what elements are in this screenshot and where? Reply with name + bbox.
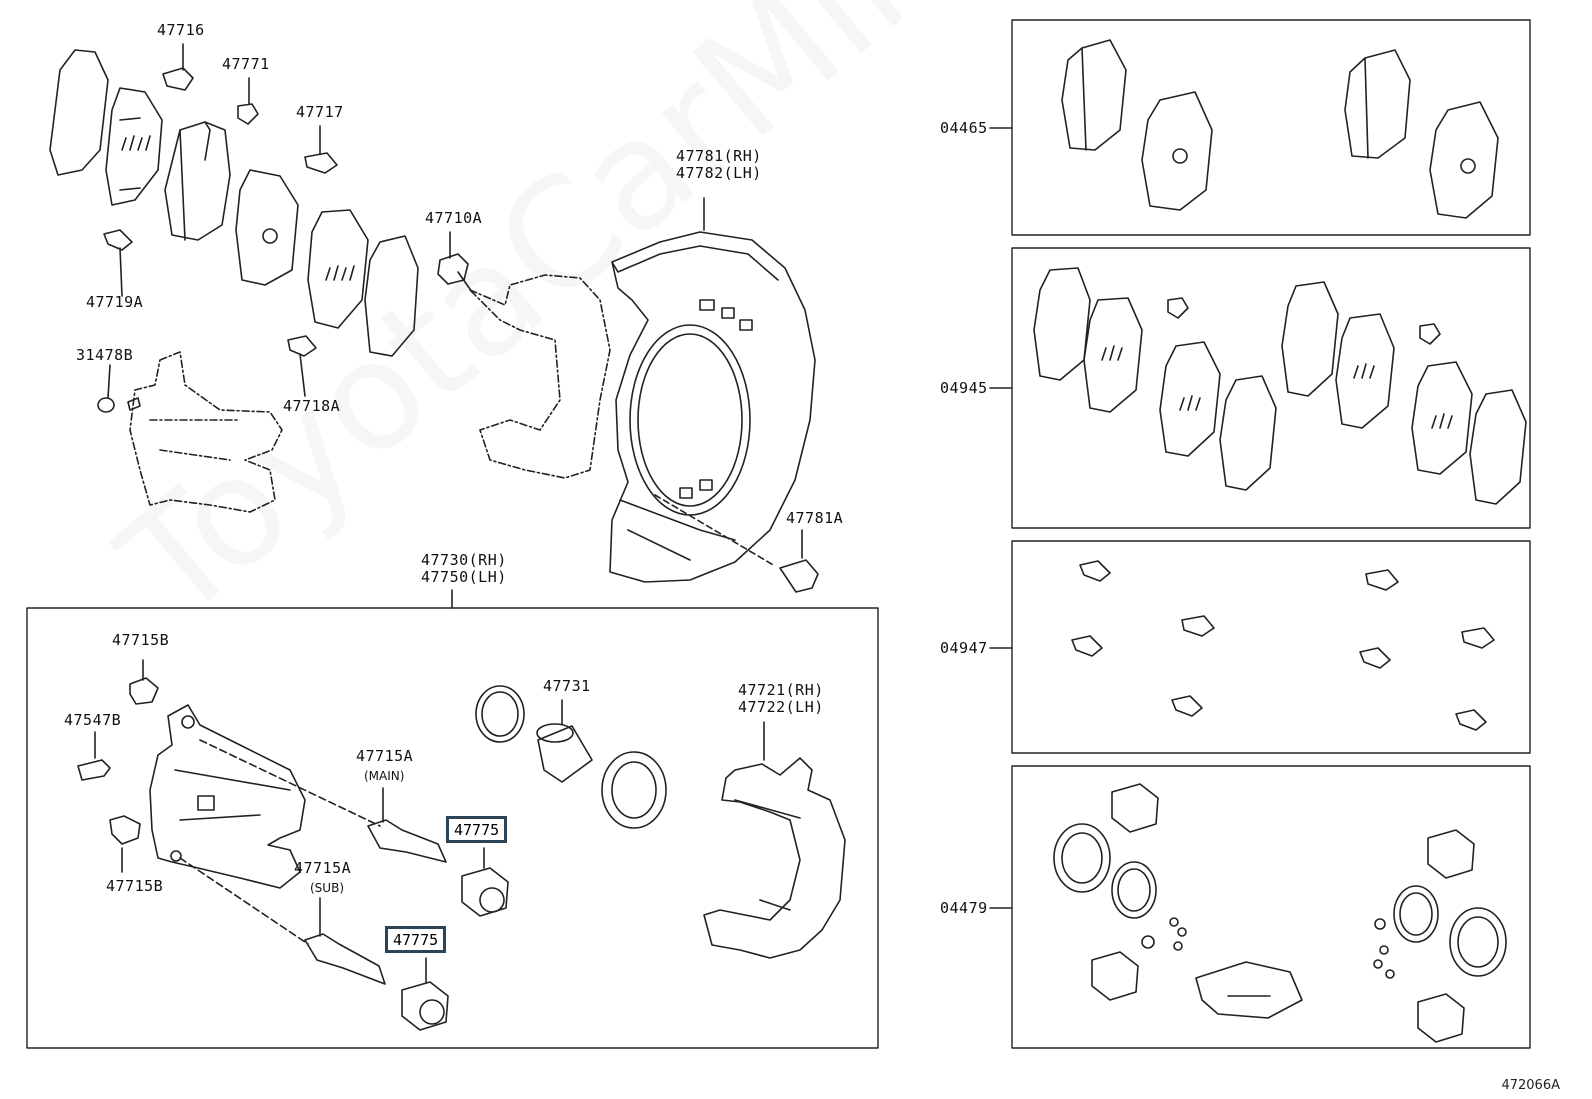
clip-47771-drawing	[237, 103, 259, 125]
clip-47718a-drawing	[287, 335, 317, 357]
label-47731[interactable]: 47731	[543, 677, 591, 695]
dust-shield-drawing	[609, 231, 816, 583]
label-main-note: (MAIN)	[364, 769, 405, 783]
label-47715b-bottom[interactable]: 47715B	[106, 877, 164, 895]
label-47715a-main[interactable]: 47715A	[356, 747, 414, 765]
label-47715a-sub[interactable]: 47715A	[294, 859, 352, 877]
clip-47719a-drawing	[103, 229, 133, 251]
caliper-body-drawing	[149, 704, 306, 889]
bleeder-bolt-47715b-drawing	[129, 677, 159, 705]
piston-47731-drawing	[536, 723, 593, 783]
label-47710a[interactable]: 47710A	[425, 209, 483, 227]
shim-inner-left-drawing	[105, 87, 163, 206]
label-47750-lh: 47750(LH)	[421, 568, 507, 586]
callout-47775-lower[interactable]: 47775	[385, 926, 447, 953]
label-47717[interactable]: 47717	[296, 103, 344, 121]
kit-04465-pads-drawing	[1061, 39, 1499, 219]
label-47718a[interactable]: 47718A	[283, 397, 341, 415]
slide-pin-main-drawing	[367, 819, 447, 863]
label-47721-rh: 47721(RH)	[738, 681, 824, 699]
kit-04947-box	[1011, 540, 1531, 754]
pad-inner-drawing	[164, 121, 231, 241]
label-caliper-assembly[interactable]: 47730(RH) 47750(LH)	[421, 552, 507, 586]
label-47730-rh: 47730(RH)	[421, 551, 507, 569]
bolt-47781a-drawing	[779, 559, 819, 593]
slide-pin-sub-drawing	[304, 933, 386, 985]
label-04465[interactable]: 04465	[940, 119, 988, 137]
callout-47775-upper[interactable]: 47775	[446, 816, 508, 843]
clip-47716-drawing	[162, 67, 194, 91]
label-47722-lh: 47722(LH)	[738, 698, 824, 716]
diagram-code: 472066A	[1501, 1078, 1560, 1093]
label-47781a[interactable]: 47781A	[786, 509, 844, 527]
label-47547b[interactable]: 47547B	[64, 711, 122, 729]
kit-04479-box	[1011, 765, 1531, 1049]
kit-04947-clips-drawing	[1071, 560, 1495, 731]
cylinder-boot-drawing	[601, 751, 667, 829]
piston-seal-drawing	[475, 685, 525, 743]
kit-04945-box	[1011, 247, 1531, 529]
label-31478b[interactable]: 31478B	[76, 346, 134, 364]
label-04479[interactable]: 04479	[940, 899, 988, 917]
label-04945[interactable]: 04945	[940, 379, 988, 397]
clip-47717-drawing	[304, 152, 338, 174]
mounting-47721-drawing	[703, 757, 846, 959]
label-47771[interactable]: 47771	[222, 55, 270, 73]
caliper-ghost-drawing	[129, 351, 283, 513]
label-47781-rh: 47781(RH)	[676, 147, 762, 165]
label-mounting[interactable]: 47721(RH) 47722(LH)	[738, 682, 824, 716]
label-04947[interactable]: 04947	[940, 639, 988, 657]
plug-47547b-drawing	[77, 759, 111, 781]
shim-pad-outer-drawing	[307, 209, 369, 329]
kit-04945-shims-drawing	[1033, 267, 1527, 505]
pad-outer-drawing	[235, 169, 299, 286]
label-47782-lh: 47782(LH)	[676, 164, 762, 182]
shim-outer-left-drawing	[49, 49, 109, 176]
anti-squeal-shim-drawing	[364, 235, 419, 357]
bolt-47715b-lower-drawing	[109, 815, 141, 845]
label-47715b-top[interactable]: 47715B	[112, 631, 170, 649]
kit-04465-box	[1011, 19, 1531, 236]
label-47719a[interactable]: 47719A	[86, 293, 144, 311]
label-47716[interactable]: 47716	[157, 21, 205, 39]
boot-47775-lower-drawing	[401, 981, 449, 1031]
label-dust-shield[interactable]: 47781(RH) 47782(LH)	[676, 148, 762, 182]
label-sub-note: (SUB)	[310, 881, 344, 895]
boot-47775-upper-drawing	[461, 867, 509, 917]
kit-04479-seals-drawing	[1053, 783, 1507, 1043]
mount-ghost-drawing	[469, 274, 611, 479]
